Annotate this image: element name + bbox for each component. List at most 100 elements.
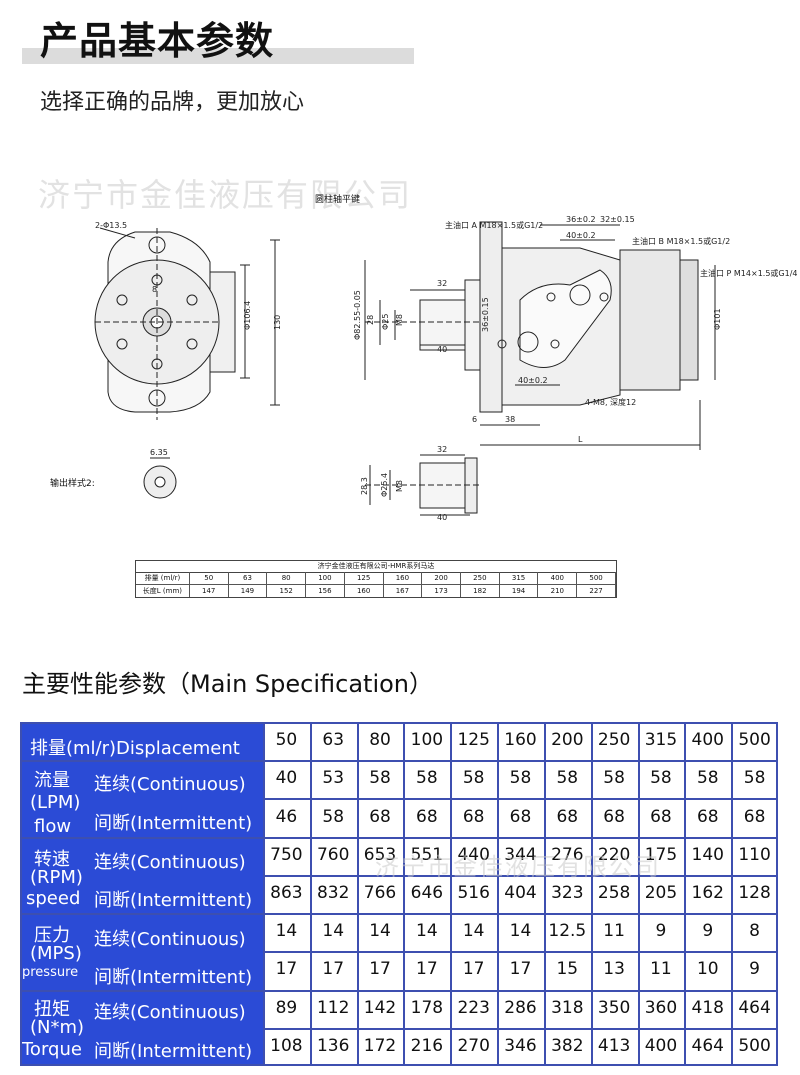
- speed-cont-cell: 750: [270, 844, 303, 865]
- length-table-cell: 156: [306, 585, 345, 597]
- flow-group-label-3: flow: [34, 816, 72, 837]
- length-table-cell: 500: [577, 572, 616, 584]
- displacement-label: 排量(ml/r)Displacement: [30, 738, 240, 759]
- flow-int-cell: 58: [322, 806, 345, 827]
- torque-cont-cell: 178: [410, 997, 444, 1018]
- length-table-cell: 50: [190, 572, 229, 584]
- flow-int-cell: 68: [369, 806, 391, 827]
- pressure-cont-cell: 14: [322, 921, 345, 942]
- speed-int-cell: 766: [363, 883, 397, 903]
- pressure-cont-label: 连续(Continuous): [94, 929, 246, 950]
- length-table-cell: 160: [345, 585, 384, 597]
- page-header: 产品基本参数: [0, 0, 800, 80]
- torque-group-label-2: (N*m): [30, 1017, 85, 1038]
- dim-d11: 36±0.2: [566, 215, 596, 224]
- pressure-int-cell: 17: [416, 959, 438, 980]
- speed-int-cell: 516: [457, 883, 490, 903]
- speed-int-cell: 162: [691, 883, 724, 903]
- pressure-int-cell: 9: [749, 959, 760, 980]
- table-column-divider: [263, 722, 265, 1066]
- dim-d2: 130: [273, 315, 282, 330]
- table-column-divider: [684, 722, 686, 1066]
- bolt-hole-dim: 2-Φ13.5: [95, 221, 127, 230]
- flow-cont-cell: 58: [416, 768, 438, 789]
- dim-d9: 40: [437, 345, 447, 354]
- pressure-int-cell: 17: [369, 959, 391, 980]
- pressure-int-cell: 15: [556, 959, 579, 980]
- dim-d7: Φ25: [381, 314, 390, 330]
- table-column-divider: [450, 722, 452, 1066]
- length-table-cell: 152: [267, 585, 307, 597]
- speed-int-cell: 205: [644, 883, 678, 903]
- flow-cont-cell: 58: [650, 768, 672, 789]
- dim-d16: 6: [472, 415, 477, 424]
- dim-d12: 32±0.15: [600, 215, 635, 224]
- flow-group-label-1: 流量: [34, 770, 70, 791]
- dim-d19: 6.35: [150, 448, 168, 457]
- mount-hole-label: 4-M8, 深度12: [585, 397, 636, 407]
- torque-int-cell: 346: [504, 1035, 537, 1056]
- pressure-int-cell: 10: [696, 959, 719, 980]
- torque-group-label-1: 扭矩: [34, 999, 70, 1020]
- table-row-divider: [263, 1028, 778, 1030]
- speed-group-label-3: speed: [26, 888, 81, 909]
- pressure-cont-cell: 14: [275, 921, 298, 942]
- speed-cont-cell: 653: [363, 844, 397, 865]
- length-table-cell: 194: [500, 585, 539, 597]
- pressure-group-label-2: (MPS): [30, 943, 82, 964]
- flow-cont-cell: 58: [603, 768, 625, 789]
- length-table-cell: 125: [345, 572, 384, 584]
- table-column-divider: [403, 722, 405, 1066]
- torque-int-label: 间断(Intermittent): [94, 1041, 253, 1062]
- pressure-int-cell: 17: [275, 959, 298, 980]
- torque-cont-cell: 223: [457, 997, 490, 1018]
- pressure-cont-cell: 14: [369, 921, 391, 942]
- speed-cont-label: 连续(Continuous): [94, 852, 246, 873]
- speed-cont-cell: 344: [504, 844, 537, 865]
- flow-group-label-2: (LPM): [30, 792, 81, 813]
- table-column-divider: [357, 722, 359, 1066]
- drawing-svg: 圆柱轴平键 2-Φ13.5 8 Φ106.4 130 主油口 A M18×1.5…: [50, 193, 798, 522]
- speed-int-label: 间断(Intermittent): [94, 890, 253, 911]
- displacement-values-cell: 315: [644, 730, 678, 751]
- port-a-label: 主油口 A M18×1.5或G1/2: [445, 220, 543, 230]
- pressure-cont-cell: 14: [509, 921, 532, 942]
- pressure-int-label: 间断(Intermittent): [94, 967, 253, 988]
- pressure-cont-cell: 14: [416, 921, 438, 942]
- port-b-label: 主油口 B M18×1.5或G1/2: [632, 236, 730, 246]
- displacement-values-cell: 160: [504, 730, 537, 751]
- pressure-cont-cell: 12.5: [548, 921, 587, 942]
- dim-d6: 28: [366, 315, 375, 325]
- flow-int-cell: 68: [416, 806, 438, 827]
- spec-table: 排量(ml/r)Displacement 流量 (LPM) flow 连续(Co…: [20, 722, 778, 1066]
- length-table-cell: 200: [422, 572, 461, 584]
- speed-int-cell: 323: [551, 883, 584, 903]
- displacement-values-cell: 500: [738, 730, 771, 751]
- torque-cont-cell: 142: [363, 997, 397, 1018]
- dim-d14: 40±0.2: [518, 376, 548, 385]
- speed-group-label-2: (RPM): [30, 867, 83, 888]
- table-column-divider: [544, 722, 546, 1066]
- torque-int-cell: 108: [270, 1035, 303, 1056]
- displacement-values-cell: 400: [691, 730, 724, 751]
- length-table-cell: 160: [384, 572, 423, 584]
- dim-d23: M8: [395, 480, 404, 492]
- speed-group-label-1: 转速: [34, 849, 70, 870]
- flow-int-cell: 68: [462, 806, 485, 827]
- pressure-group-label-1: 压力: [34, 925, 70, 946]
- length-table-cell: 80: [267, 572, 307, 584]
- dim-d3: 8: [152, 285, 157, 294]
- table-column-divider: [731, 722, 733, 1066]
- flow-cont-cell: 58: [696, 768, 719, 789]
- length-table-cell: 100: [306, 572, 345, 584]
- length-table-title: 济宁金佳液压有限公司-HMR系列马达: [136, 561, 616, 573]
- table-row-divider: [20, 990, 778, 992]
- flow-int-cell: 46: [275, 806, 298, 827]
- flow-int-cell: 68: [603, 806, 625, 827]
- torque-cont-cell: 318: [551, 997, 584, 1018]
- output-style-label: 输出样式2:: [50, 477, 95, 489]
- displacement-values-cell: 250: [597, 730, 631, 751]
- torque-cont-cell: 360: [644, 997, 678, 1018]
- flow-cont-cell: 40: [275, 768, 298, 789]
